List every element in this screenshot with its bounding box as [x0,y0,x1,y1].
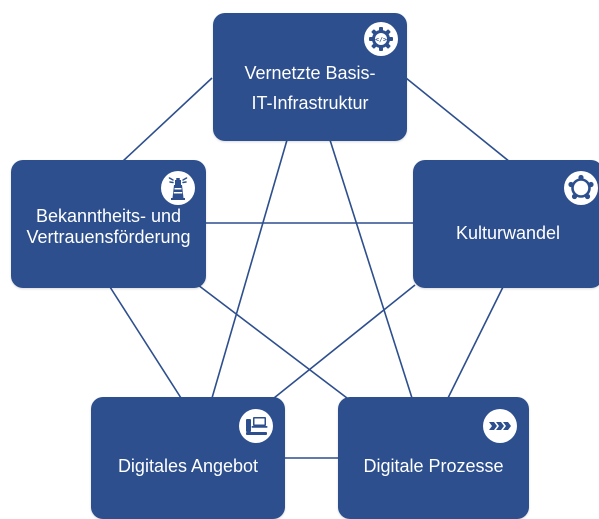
node-culture: Kulturwandel [413,160,599,288]
node-culture-label: Kulturwandel [413,222,599,244]
connector-culture-process [447,286,504,399]
process-arrows-icon [483,409,517,443]
node-trust-line-2: Vertrauensförderung [26,227,191,247]
connector-trust-process [197,284,348,399]
node-trust-label: Bekanntheits- und Vertrauensförderung [11,206,206,248]
node-process: Digitale Prozesse [338,397,529,519]
people-circle-icon [564,171,598,205]
node-infrastructure-line-1: Vernetzte Basis- [244,63,376,83]
hand-laptop-icon [239,409,273,443]
connector-infra-process [329,139,413,399]
connector-trust-offer [109,286,182,399]
node-process-label: Digitale Prozesse [338,455,529,477]
node-trust-line-1: Bekanntheits- und [35,206,182,226]
connector-culture-offer [273,284,416,399]
node-offer-line-1: Digitales Angebot [117,456,259,476]
node-offer-label: Digitales Angebot [91,455,285,477]
node-infrastructure-line-2: IT-Infrastruktur [251,93,369,113]
lighthouse-icon [161,171,195,205]
node-process-line-1: Digitale Prozesse [363,456,504,476]
code-gear-icon: </> [364,22,398,56]
connector-infra-offer [211,139,288,399]
node-infrastructure: </> Vernetzte Basis- IT-Infrastruktur [213,13,407,141]
node-infrastructure-label: Vernetzte Basis- IT-Infrastruktur [213,58,407,118]
connector-infra-trust [121,77,213,163]
svg-text:</>: </> [375,36,387,44]
node-trust: Bekanntheits- und Vertrauensförderung [11,160,206,288]
connector-infra-culture [405,77,511,163]
node-culture-line-1: Kulturwandel [455,223,561,243]
node-offer: Digitales Angebot [91,397,285,519]
connectors [109,77,511,459]
